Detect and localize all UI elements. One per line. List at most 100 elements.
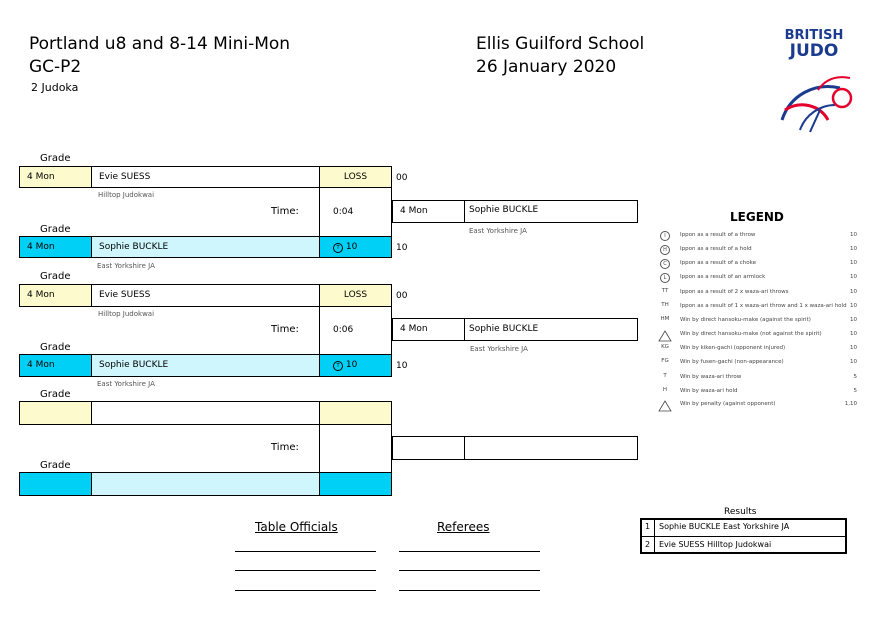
grade-label: Grade xyxy=(40,389,71,400)
official-signature-line[interactable] xyxy=(235,551,376,552)
logo-text-line2: JUDO xyxy=(789,41,839,61)
winner-grade-empty xyxy=(392,436,465,460)
legend-symbol xyxy=(657,330,673,344)
winner-club: East Yorkshire JA xyxy=(469,227,527,235)
white-club: Hilltop Judokwai xyxy=(98,191,155,199)
legend-text: Ippon as a result of a choke xyxy=(680,260,757,266)
blue-result: T 10 xyxy=(319,236,392,258)
legend-points: 10 xyxy=(850,303,857,309)
referee-signature-line[interactable] xyxy=(399,570,540,571)
legend-points: 10 xyxy=(850,289,857,295)
white-grade: 4 Mon xyxy=(19,166,92,188)
blue-result-value: 10 xyxy=(345,360,358,370)
time-label: Time: xyxy=(271,324,299,335)
result-row: 2 Evie SUESS Hilltop Judokwai xyxy=(641,536,847,554)
results-title: Results xyxy=(724,507,757,517)
blue-score: 10 xyxy=(396,361,408,371)
legend-circle-icon: C xyxy=(660,259,670,269)
legend-triangle-icon xyxy=(658,330,672,342)
legend-text: Win by kiken-gachi (opponent injured) xyxy=(680,345,786,351)
grade-label: Grade xyxy=(40,153,71,164)
white-result: LOSS xyxy=(319,166,392,188)
referee-signature-line[interactable] xyxy=(399,551,540,552)
result-position: 1 xyxy=(645,522,651,531)
venue: Ellis Guilford School xyxy=(476,34,645,54)
legend-symbol: H xyxy=(657,245,673,255)
legend-symbol: FG xyxy=(661,358,669,364)
white-result: LOSS xyxy=(319,284,392,307)
winner-name: Sophie BUCKLE xyxy=(464,200,638,223)
judoka-figure-icon xyxy=(780,76,853,133)
result-position: 2 xyxy=(645,540,651,549)
legend-circle-icon: I xyxy=(660,231,670,241)
white-name: Evie SUESS xyxy=(91,166,320,188)
match-time: 0:06 xyxy=(333,325,354,335)
blue-name-empty xyxy=(91,472,320,496)
blue-name: Sophie BUCKLE xyxy=(91,236,320,258)
blue-grade: 4 Mon xyxy=(19,236,92,258)
legend-item: HM Win by direct hansoku-make (against th… xyxy=(657,313,867,327)
legend-symbol xyxy=(657,400,673,414)
legend-points: 10 xyxy=(850,274,857,280)
white-score: 00 xyxy=(396,173,408,183)
white-score: 00 xyxy=(396,291,408,301)
referees-label: Referees xyxy=(437,520,490,534)
legend-symbol: KG xyxy=(661,344,669,350)
legend-text: Win by direct hansoku-make (against the … xyxy=(680,317,811,323)
blue-club: East Yorkshire JA xyxy=(97,380,155,388)
legend-text: Ippon as a result of an armlock xyxy=(680,274,766,280)
match-time: 0:04 xyxy=(333,207,354,217)
legend-symbol: H xyxy=(662,387,668,393)
legend-points: 10 xyxy=(850,317,857,323)
legend-item: H Ippon as a result of a hold 10 xyxy=(657,242,867,256)
legend-text: Ippon as a result of 2 x waza-ari throws xyxy=(680,289,789,295)
legend-text: Ippon as a result of a hold xyxy=(680,246,752,252)
legend-symbol: TH xyxy=(661,302,669,308)
table-officials-label: Table Officials xyxy=(255,520,338,534)
legend-text: Win by waza-ari throw xyxy=(680,374,742,380)
white-name-empty xyxy=(91,401,320,425)
legend-points: 10 xyxy=(850,246,857,252)
grade-label: Grade xyxy=(40,460,71,471)
legend-symbol: HM xyxy=(660,316,670,322)
grade-label: Grade xyxy=(40,342,71,353)
result-row: 1 Sophie BUCKLE East Yorkshire JA xyxy=(641,518,847,536)
legend-item: KG Win by kiken-gachi (opponent injured) 1… xyxy=(657,341,867,355)
legend-text: Win by waza-ari hold xyxy=(680,388,738,394)
legend-symbol: I xyxy=(657,231,673,241)
event-title: Portland u8 and 8-14 Mini-Mon xyxy=(29,34,291,54)
official-signature-line[interactable] xyxy=(235,570,376,571)
legend-points: 10 xyxy=(850,345,857,351)
legend-triangle-icon xyxy=(658,400,672,412)
legend-item: Win by direct hansoku-make (not against … xyxy=(657,327,867,344)
blue-result: T 10 xyxy=(319,354,392,377)
referee-signature-line[interactable] xyxy=(399,590,540,591)
official-signature-line[interactable] xyxy=(235,590,376,591)
legend-points: 10 xyxy=(850,232,857,238)
legend-item: FG Win by fusen-gachi (non-appearance) 10 xyxy=(657,355,867,369)
legend-symbol: T xyxy=(663,373,667,379)
legend-circle-icon: H xyxy=(660,245,670,255)
legend-text: Win by fusen-gachi (non-appearance) xyxy=(680,359,784,365)
category-code: GC-P2 xyxy=(29,57,82,77)
legend-symbol: C xyxy=(657,259,673,269)
legend-points: 10 xyxy=(850,359,857,365)
legend-text: Ippon as a result of 1 x waza-ari throw … xyxy=(680,303,847,309)
blue-result-empty xyxy=(319,472,392,496)
legend-title: LEGEND xyxy=(730,210,784,224)
blue-result-value: 10 xyxy=(345,242,358,252)
ippon-throw-icon: T xyxy=(333,243,343,253)
legend-text: Win by direct hansoku-make (not against … xyxy=(680,331,822,337)
result-text: Evie SUESS Hilltop Judokwai xyxy=(659,540,772,549)
blue-club: East Yorkshire JA xyxy=(97,262,155,270)
british-judo-logo: BRITISH JUDO xyxy=(780,29,860,139)
white-name: Evie SUESS xyxy=(91,284,320,307)
blue-grade: 4 Mon xyxy=(19,354,92,377)
white-grade-empty xyxy=(19,401,92,425)
